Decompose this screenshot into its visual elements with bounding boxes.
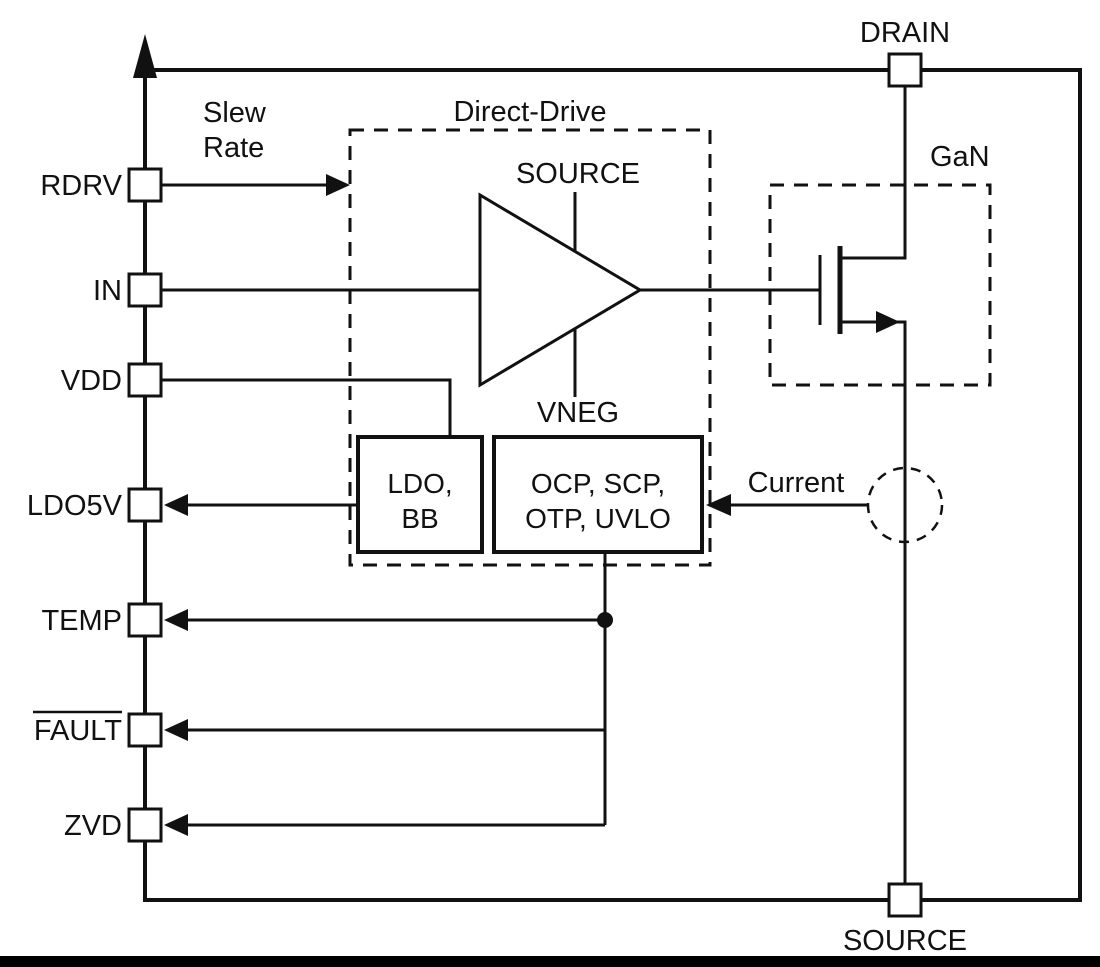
current-sense-circle [866,466,944,544]
pin-label-rdrv: RDRV [40,170,122,202]
signal-lines [161,86,907,884]
ldo-block: LDO, BB [356,435,484,554]
ldo-box [356,435,484,554]
direct-drive-label: Direct-Drive [453,96,606,128]
ldo-label-line1: LDO, [387,468,452,499]
pin-in [127,272,163,308]
pin-ldo5v [127,487,163,523]
pin-rdrv [127,167,163,203]
ldo5v-arrow-icon [164,494,188,516]
pin-fault [127,712,163,748]
slew-rate-label-line2: Rate [203,132,264,164]
gan-fet-symbol [818,246,900,334]
gan-label: GaN [930,141,990,173]
zvd-arrow-icon [164,814,188,836]
driver-amplifier [478,192,643,397]
annotation-labels: Slew Rate Direct-Drive GaN SOURCE VNEG C… [203,96,990,499]
source-line [840,320,907,884]
protection-label-line1: OCP, SCP, [531,468,665,499]
rdrv-arrow-icon [326,174,350,196]
pin-label-vdd: VDD [61,365,122,397]
gan-box [768,183,992,387]
pin-label-source: SOURCE [843,925,967,957]
chip-border [145,68,1082,902]
protection-label-line2: OTP, UVLO [525,503,671,534]
pin-squares [127,52,923,918]
pin-source [887,882,923,918]
vdd-line [161,378,452,437]
amp-source-label: SOURCE [516,158,640,190]
arrowheads [164,174,731,836]
junction-dot [597,612,613,628]
amp-vneg-label: VNEG [537,397,619,429]
pin-label-zvd: ZVD [64,810,122,842]
slew-rate-label-line1: Slew [203,97,267,129]
current-arrow-icon [706,494,731,516]
pin-temp [127,602,163,638]
up-arrow-icon [133,34,157,78]
pin-label-drain: DRAIN [860,17,950,49]
pin-label-fault: FAULT [34,715,122,747]
fet-source-arrow-icon [876,311,900,333]
amp-triangle [478,192,643,388]
ldo-label-line2: BB [401,503,438,534]
pin-label-in: IN [93,275,122,307]
pin-label-temp: TEMP [41,605,122,637]
pin-drain [887,52,923,88]
direct-drive-box [348,128,712,567]
pin-vdd [127,362,163,398]
protection-box [492,435,704,554]
chip-outline [133,34,1082,902]
pin-labels: RDRV IN VDD LDO5V TEMP FAULT ZVD DRAIN S… [27,17,967,957]
current-label: Current [748,467,845,499]
bottom-bar [0,956,1100,967]
pin-label-ldo5v: LDO5V [27,490,123,522]
pin-zvd [127,807,163,843]
protection-block: OCP, SCP, OTP, UVLO [492,435,704,554]
drain-line [840,86,907,260]
temp-arrow-icon [164,609,188,631]
fault-arrow-icon [164,719,188,741]
